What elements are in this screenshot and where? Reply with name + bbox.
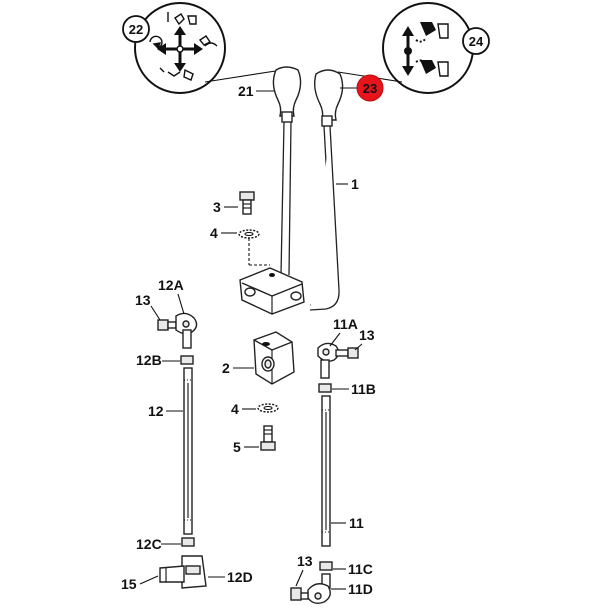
callout-12a-label: 12A xyxy=(158,277,184,293)
nut-12c xyxy=(181,537,195,547)
callout-12c-label: 12C xyxy=(136,536,162,552)
callout-24-label: 24 xyxy=(469,34,484,49)
right-joystick xyxy=(309,69,344,311)
nut-11b xyxy=(318,383,332,393)
washer-4-upper xyxy=(238,229,260,239)
rod-12 xyxy=(183,367,193,535)
callout-22: 22 xyxy=(122,15,150,43)
callout-11-label: 11 xyxy=(349,515,364,531)
raise-lower-icon xyxy=(402,22,449,77)
yoke-2 xyxy=(253,331,295,385)
callout-22-label: 22 xyxy=(129,22,143,37)
callout-12d-label: 12D xyxy=(227,569,253,585)
nut-12b xyxy=(180,355,194,365)
callout-11c-label: 11C xyxy=(348,561,373,577)
move-arrows-icon xyxy=(157,26,203,72)
callout-4-upper-label: 4 xyxy=(210,225,218,241)
left-rod-end-12a xyxy=(157,312,198,349)
callout-23-label: 23 xyxy=(363,81,377,96)
washer-4-lower xyxy=(257,403,279,413)
callout-11a-label: 11A xyxy=(333,316,358,332)
mounting-bracket xyxy=(239,267,305,315)
callout-5-label: 5 xyxy=(233,439,241,455)
bolt-5 xyxy=(260,425,276,451)
callout-13-lower-label: 13 xyxy=(297,553,313,569)
rod-11 xyxy=(321,395,331,547)
pictogram-left: 22 xyxy=(122,2,283,94)
callout-2-label: 2 xyxy=(222,360,230,376)
leader-22 xyxy=(204,69,283,83)
callout-4-lower-label: 4 xyxy=(231,401,239,417)
callout-1-label: 1 xyxy=(351,176,359,192)
callout-13-upper-right-label: 13 xyxy=(359,327,375,343)
callout-3-label: 3 xyxy=(213,199,221,215)
bucket-tilt-icon xyxy=(149,12,218,81)
callout-13-upper-left-label: 13 xyxy=(135,292,151,308)
callout-21-label: 21 xyxy=(238,83,254,99)
clevis-12d xyxy=(159,555,207,589)
bolt-3 xyxy=(239,191,255,215)
left-joystick xyxy=(272,66,302,276)
pictogram-right: 24 xyxy=(337,2,490,94)
callout-12-label: 12 xyxy=(148,403,164,419)
nut-11c xyxy=(319,561,333,571)
callout-11b-label: 11B xyxy=(351,381,376,397)
rod-end-11d xyxy=(290,573,331,605)
callout-15-label: 15 xyxy=(121,576,137,592)
right-rod-end-11a xyxy=(317,342,359,379)
callout-12b-label: 12B xyxy=(136,352,162,368)
callout-11d-label: 11D xyxy=(348,581,373,597)
callout-23-highlight: 23 xyxy=(340,74,384,102)
callout-24: 24 xyxy=(462,27,490,55)
